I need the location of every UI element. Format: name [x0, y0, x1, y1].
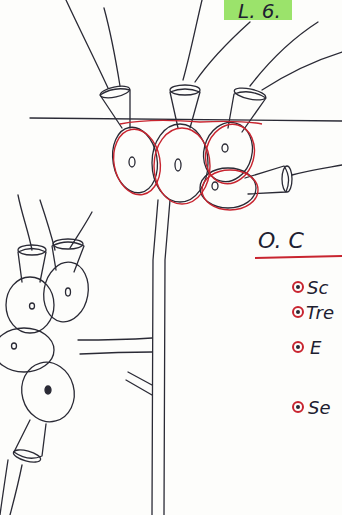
hydrotheca-rim: [12, 448, 42, 465]
polyp-body: [0, 328, 54, 372]
bullet-ring: [293, 342, 303, 352]
tentacle-line: [40, 200, 55, 250]
polyp-nucleus: [222, 144, 228, 152]
bullet-list: [293, 282, 303, 412]
polyp-body: [6, 277, 54, 333]
polyp-nucleus: [129, 157, 135, 167]
branch-line: [78, 338, 152, 340]
tentacle-line: [104, 8, 120, 86]
polyp-body: [15, 356, 81, 427]
polyp-outline: [120, 120, 262, 124]
polyp-outline: [202, 170, 258, 210]
hydrotheca-cup: [14, 420, 46, 458]
hydrotheca-rim: [53, 239, 83, 249]
hydrotheca-rim: [170, 85, 200, 95]
polyp-nucleus: [12, 343, 17, 349]
polyp-nucleus: [30, 303, 35, 309]
bullet-dot: [296, 285, 300, 289]
branch-line: [80, 352, 152, 354]
tentacle-line: [18, 195, 32, 250]
polyp-nucleus: [45, 386, 51, 394]
hydrotheca-cup: [52, 242, 84, 272]
tentacle-line: [10, 465, 22, 515]
title-underline: [255, 256, 342, 258]
bullet-ring: [293, 307, 303, 317]
bullet-ring: [293, 402, 303, 412]
polyp-body: [39, 259, 93, 326]
list-label: Se: [308, 399, 331, 417]
bullet-dot: [296, 310, 300, 314]
polyp-outline: [109, 126, 166, 199]
hydrotheca-cup: [100, 89, 130, 128]
tentacle-line: [0, 460, 8, 515]
hydrotheca-rim: [18, 245, 46, 255]
list-label: Sc: [307, 279, 328, 297]
hydrotheca-rim: [233, 86, 266, 102]
hydrotheca-rim: [282, 166, 292, 192]
heading-label: O. C: [258, 230, 304, 252]
tentacle-line: [262, 52, 342, 90]
bullet-dot: [296, 405, 300, 409]
stem-line: [164, 200, 170, 515]
branch-line: [126, 380, 152, 395]
tentacle-line: [66, 0, 108, 88]
highlight-mark: [224, 0, 292, 20]
bullet-ring: [293, 282, 303, 292]
polyp-outline: [199, 119, 261, 189]
list-label: E: [310, 339, 321, 357]
bullet-dot: [296, 345, 300, 349]
tentacle-line: [292, 165, 342, 175]
polyp-nucleus: [175, 159, 181, 171]
tentacle-line: [183, 0, 202, 80]
list-label: Tre: [306, 304, 334, 322]
polyp-nucleus: [212, 182, 218, 190]
stem-line: [152, 200, 158, 515]
page-label: L. 6.: [238, 1, 281, 21]
hydrotheca-rim: [99, 84, 130, 100]
polyp-nucleus: [66, 288, 71, 296]
tentacle-line: [195, 22, 250, 82]
